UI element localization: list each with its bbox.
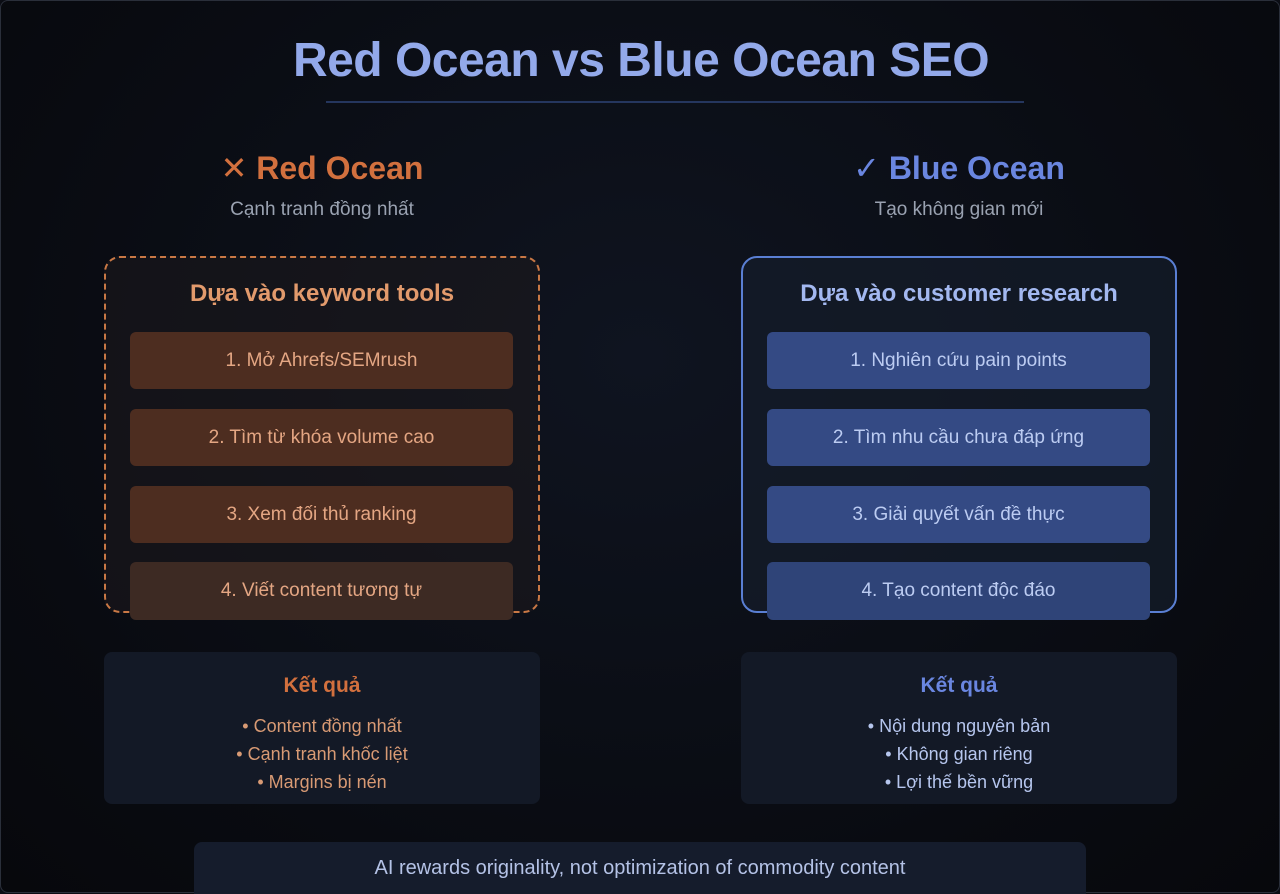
footer-banner: AI rewards originality, not optimization…: [194, 842, 1086, 894]
red-ocean-step: 4. Viết content tương tự: [130, 562, 513, 620]
blue-ocean-result-list: • Nội dung nguyên bản • Không gian riêng…: [741, 712, 1177, 796]
list-item: • Content đồng nhất: [242, 716, 402, 736]
red-ocean-result-title: Kết quả: [283, 674, 361, 697]
list-item: • Không gian riêng: [885, 744, 1033, 764]
title-divider: [326, 101, 1024, 103]
red-ocean-method-title: Dựa vào keyword tools: [189, 280, 455, 307]
red-ocean-result-box: Kết quả • Content đồng nhất • Cạnh tranh…: [104, 652, 540, 804]
blue-ocean-step: 1. Nghiên cứu pain points: [767, 332, 1150, 389]
blue-ocean-result-box: Kết quả • Nội dung nguyên bản • Không gi…: [741, 652, 1177, 804]
list-item: • Nội dung nguyên bản: [867, 716, 1051, 736]
red-ocean-subtitle: Cạnh tranh đồng nhất: [230, 199, 414, 220]
list-item: • Cạnh tranh khốc liệt: [236, 744, 408, 764]
page-title: Red Ocean vs Blue Ocean SEO: [292, 34, 990, 87]
red-ocean-heading: ✕ Red Ocean: [220, 150, 424, 186]
red-ocean-step: 1. Mở Ahrefs/SEMrush: [130, 332, 513, 389]
blue-ocean-method-title: Dựa vào customer research: [800, 280, 1118, 307]
blue-ocean-result-title: Kết quả: [920, 674, 998, 697]
blue-ocean-step: 4. Tạo content độc đáo: [767, 562, 1150, 620]
list-item: • Margins bị nén: [257, 772, 387, 792]
red-ocean-result-list: • Content đồng nhất • Cạnh tranh khốc li…: [104, 712, 540, 796]
blue-ocean-subtitle: Tạo không gian mới: [874, 199, 1044, 220]
blue-ocean-step: 2. Tìm nhu cầu chưa đáp ứng: [767, 409, 1150, 466]
blue-ocean-step: 3. Giải quyết vấn đề thực: [767, 486, 1150, 543]
red-ocean-step: 3. Xem đối thủ ranking: [130, 486, 513, 543]
list-item: • Lợi thế bền vững: [884, 772, 1034, 792]
red-ocean-step: 2. Tìm từ khóa volume cao: [130, 409, 513, 466]
blue-ocean-heading: ✓ Blue Ocean: [853, 150, 1065, 186]
